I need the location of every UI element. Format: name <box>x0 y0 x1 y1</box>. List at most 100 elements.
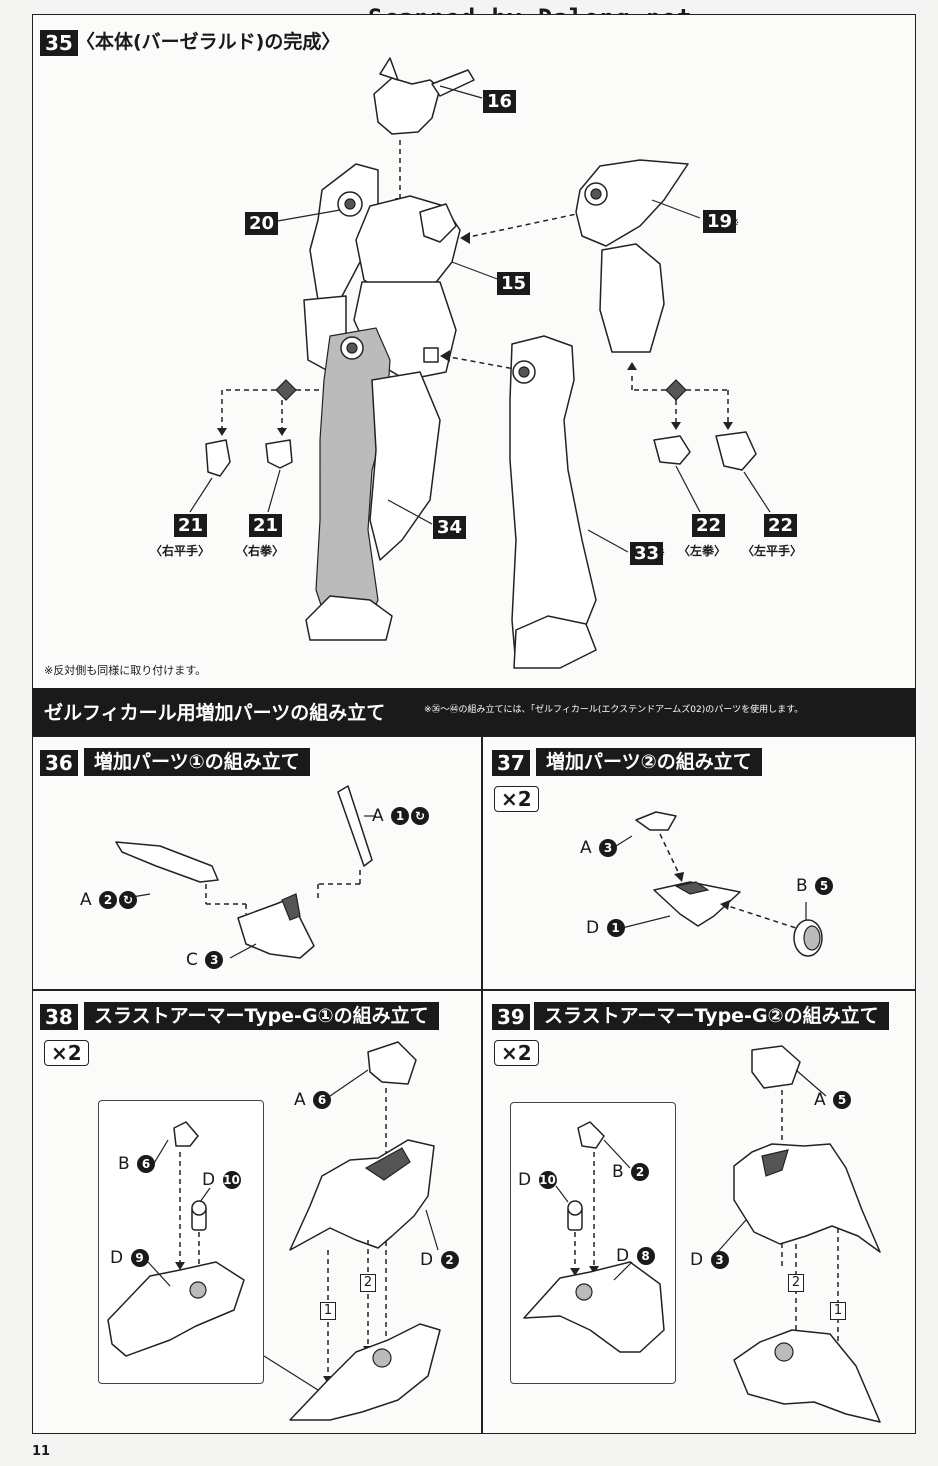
part-D9: D 9 <box>110 1248 149 1268</box>
part-A2-letter: A <box>80 890 92 910</box>
part-A6: A 6 <box>294 1090 332 1110</box>
head-part-illustration <box>373 57 483 135</box>
part-D8-number: 8 <box>636 1247 655 1265</box>
section-banner-title: ゼルフィカール用増加パーツの組み立て <box>44 702 386 724</box>
step39-title: スラストアーマーType-G②の組み立て <box>534 1002 889 1030</box>
part-A5: A 5 <box>814 1090 852 1110</box>
substep-1-marker: 1 <box>320 1302 336 1320</box>
step36-number: 36 <box>40 750 78 776</box>
page-number: 11 <box>32 1444 51 1459</box>
part-D8-letter: D <box>616 1246 630 1266</box>
part-label-19: 19 <box>703 210 737 233</box>
part-D1-number: 1 <box>606 919 625 937</box>
part-B5-number: 5 <box>815 877 834 895</box>
part-A2: A 2↻ <box>80 890 138 910</box>
step37-number: 37 <box>492 750 530 776</box>
part-D10-b-number: 10 <box>538 1171 557 1189</box>
section-banner-note: ※㊱〜㊹の組み立てには、「ゼルフィカール(エクステンドアームズ02)のパーツを使… <box>424 705 804 715</box>
hand-label-left-open: 〈左平手〉 <box>742 544 803 558</box>
part-D9-letter: D <box>110 1248 124 1268</box>
step35-number: 35 <box>40 30 78 56</box>
part-C3: C 3 <box>186 950 224 970</box>
part-33-note-mark: ※ <box>656 546 666 559</box>
hand-connectors-right <box>627 362 771 513</box>
part-A6-letter: A <box>294 1090 306 1110</box>
part-A2-number: 2 <box>99 891 118 909</box>
substep-1-marker-39: 1 <box>830 1302 846 1320</box>
part-label-22-open: 22 <box>764 514 798 537</box>
step37-title: 増加パーツ②の組み立て <box>536 748 762 776</box>
part-label-34: 34 <box>433 516 467 539</box>
part-label-20: 20 <box>245 212 279 235</box>
step35-title: 〈本体(バーゼラルド)の完成〉 <box>76 31 341 53</box>
part-D8: D 8 <box>616 1246 655 1266</box>
hand-label-right-open: 〈右平手〉 <box>150 544 211 558</box>
part-D10-a: D 10 <box>202 1170 241 1190</box>
part-D1: D 1 <box>586 918 625 938</box>
part-label-22-fist: 22 <box>692 514 726 537</box>
part-A3-number: 3 <box>599 839 618 857</box>
part-B5-letter: B <box>796 876 808 896</box>
part-D1-letter: D <box>586 918 600 938</box>
part-C3-number: 3 <box>205 951 224 969</box>
part-A5-letter: A <box>814 1090 826 1110</box>
part-D9-number: 9 <box>130 1249 149 1267</box>
part-A3-letter: A <box>580 838 592 858</box>
part-A1-number: 1 <box>391 807 410 825</box>
part-19-note-mark: ※ <box>730 216 740 229</box>
hand-label-right-fist: 〈右拳〉 <box>236 544 285 558</box>
part-label-21-open: 21 <box>174 514 208 537</box>
part-C3-letter: C <box>186 950 198 970</box>
part-D2: D 2 <box>420 1250 459 1270</box>
step35-footnote: ※反対側も同様に取り付けます。 <box>44 664 207 677</box>
part-D10-b-letter: D <box>518 1170 532 1190</box>
part-A1: A 1↻ <box>372 806 430 826</box>
part-B5: B 5 <box>796 876 834 896</box>
step38-number: 38 <box>40 1004 78 1030</box>
arm-part-19-illustration <box>575 159 701 353</box>
part-B6-number: 6 <box>137 1155 156 1173</box>
step37-panel <box>482 736 916 990</box>
part-B2-number: 2 <box>631 1163 650 1181</box>
part-D3: D 3 <box>690 1250 729 1270</box>
part-D3-number: 3 <box>710 1251 729 1269</box>
part-A1-letter: A <box>372 806 384 826</box>
step39-multiplier: ×2 <box>494 1040 539 1066</box>
main-body-illustration <box>303 163 461 641</box>
part-B6-letter: B <box>118 1154 130 1174</box>
step39-number: 39 <box>492 1004 530 1030</box>
part-D10-b: D 10 <box>518 1170 557 1190</box>
part-A2-rotate-icon: ↻ <box>119 891 138 909</box>
part-A1-rotate-icon: ↻ <box>411 807 430 825</box>
step38-title: スラストアーマーType-G①の組み立て <box>84 1002 439 1030</box>
step36-title: 増加パーツ①の組み立て <box>84 748 310 776</box>
section-banner: ゼルフィカール用増加パーツの組み立て ※㊱〜㊹の組み立てには、「ゼルフィカール(… <box>32 688 916 736</box>
part-B2-letter: B <box>612 1162 624 1182</box>
part-A5-number: 5 <box>833 1091 852 1109</box>
step38-multiplier: ×2 <box>44 1040 89 1066</box>
part-B2: B 2 <box>612 1162 650 1182</box>
part-label-15: 15 <box>497 272 531 295</box>
hand-connectors-left <box>189 379 322 513</box>
step37-multiplier: ×2 <box>494 786 539 812</box>
part-B6: B 6 <box>118 1154 156 1174</box>
part-D3-letter: D <box>690 1250 704 1270</box>
part-label-21-fist: 21 <box>249 514 283 537</box>
substep-2-marker: 2 <box>360 1274 376 1292</box>
part-A6-number: 6 <box>313 1091 332 1109</box>
step35-panel <box>32 14 916 690</box>
part-label-16: 16 <box>483 90 517 113</box>
part-A3: A 3 <box>580 838 618 858</box>
part-D2-letter: D <box>420 1250 434 1270</box>
part-D2-number: 2 <box>440 1251 459 1269</box>
substep-2-marker-39: 2 <box>788 1274 804 1292</box>
hand-label-left-fist: 〈左拳〉 <box>678 544 727 558</box>
part-label-33: 33 <box>630 542 664 565</box>
part-D10-a-letter: D <box>202 1170 216 1190</box>
part-D10-a-number: 10 <box>222 1171 241 1189</box>
